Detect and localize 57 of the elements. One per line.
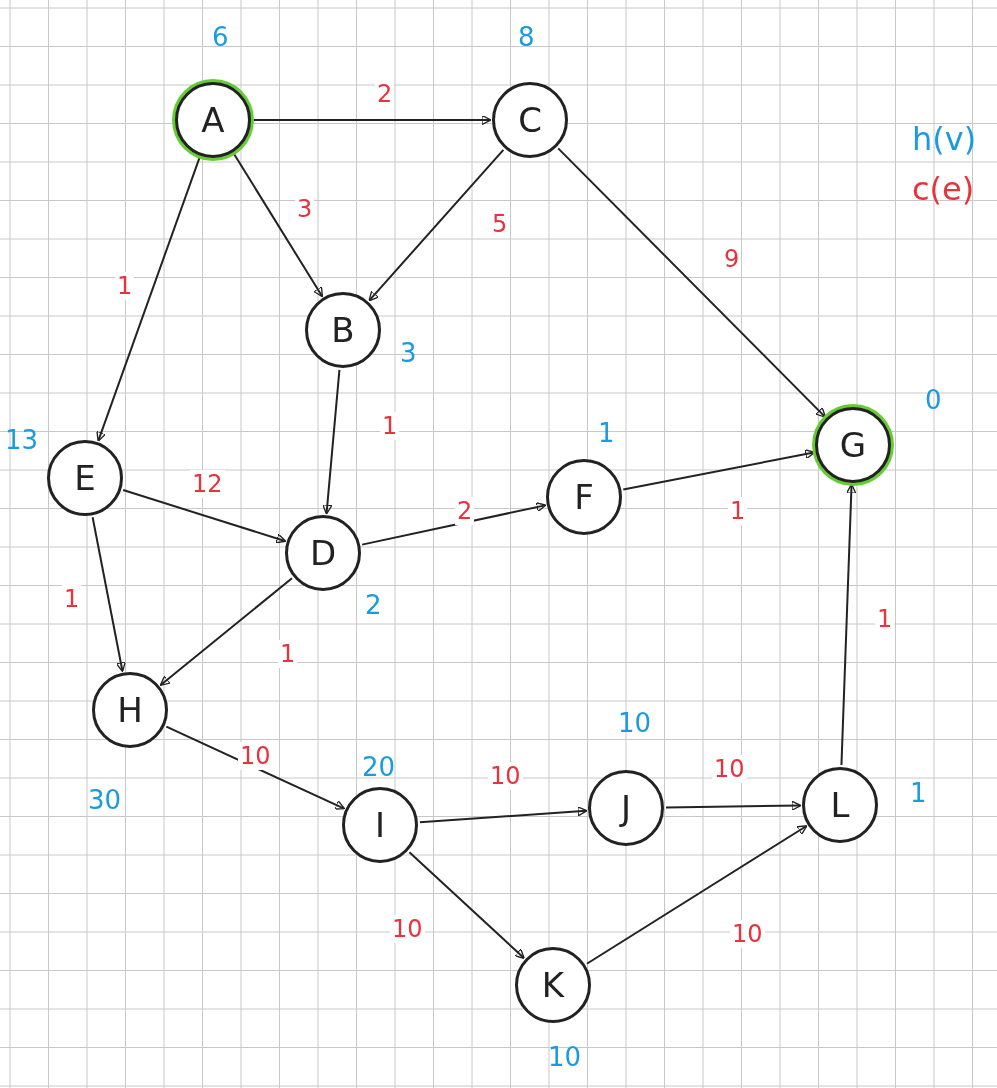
edge-label: 10 [730,920,765,948]
arrow [91,516,126,673]
edge-label: 10 [390,915,425,943]
heuristic-value: 8 [518,22,535,52]
arrow [96,156,201,442]
heuristic-value: 1 [910,778,927,808]
node-circle [175,82,251,158]
arrow [408,851,525,960]
arrow [252,114,492,126]
arrow [159,577,293,686]
node-label: G [839,425,867,465]
arrow [840,483,857,767]
heuristic-value: 2 [365,590,382,620]
heuristic-value: 13 [5,425,39,455]
heuristic-value: 20 [362,752,396,782]
edge-label: 10 [712,755,747,783]
node-label: F [574,477,594,517]
node-label: B [331,310,355,350]
node-label: D [309,533,337,573]
node-circle [815,407,891,483]
edge-label: 10 [488,762,523,790]
node-label: K [541,965,565,1005]
heuristic-value: 0 [925,385,942,415]
arrow [368,148,505,302]
node-label: A [201,100,225,140]
node-label: I [375,805,385,845]
arrow [665,800,802,811]
node-label: H [117,690,143,730]
node-circle [515,947,591,1023]
heuristic-value: 30 [88,785,122,815]
edge-label: 1 [728,497,748,525]
edge-label: 1 [278,640,298,668]
node-label: C [518,100,542,140]
node-label: J [621,788,631,828]
edge-label: 1 [115,272,135,300]
node-label: L [830,785,850,825]
arrow [557,147,827,418]
legend-entry: h(v) [912,120,977,158]
arrow [322,368,341,515]
heuristic-value: 10 [548,1042,582,1072]
arrow [361,502,547,546]
heuristic-value: 1 [598,418,615,448]
arrow [622,449,816,491]
node-label: E [74,458,96,498]
edge-label: 1 [380,412,400,440]
heuristic-value: 3 [400,338,417,368]
arrow [233,153,324,298]
legend-entry: c(e) [912,170,975,208]
heuristic-value: 6 [212,22,229,52]
arrow [418,806,588,824]
edge-label: 12 [190,470,225,498]
arrow [585,825,808,965]
arrow [165,725,346,810]
node-circle [492,82,568,158]
arrow [122,489,287,544]
heuristic-value: 10 [618,708,652,738]
edge-label: 2 [455,497,475,525]
